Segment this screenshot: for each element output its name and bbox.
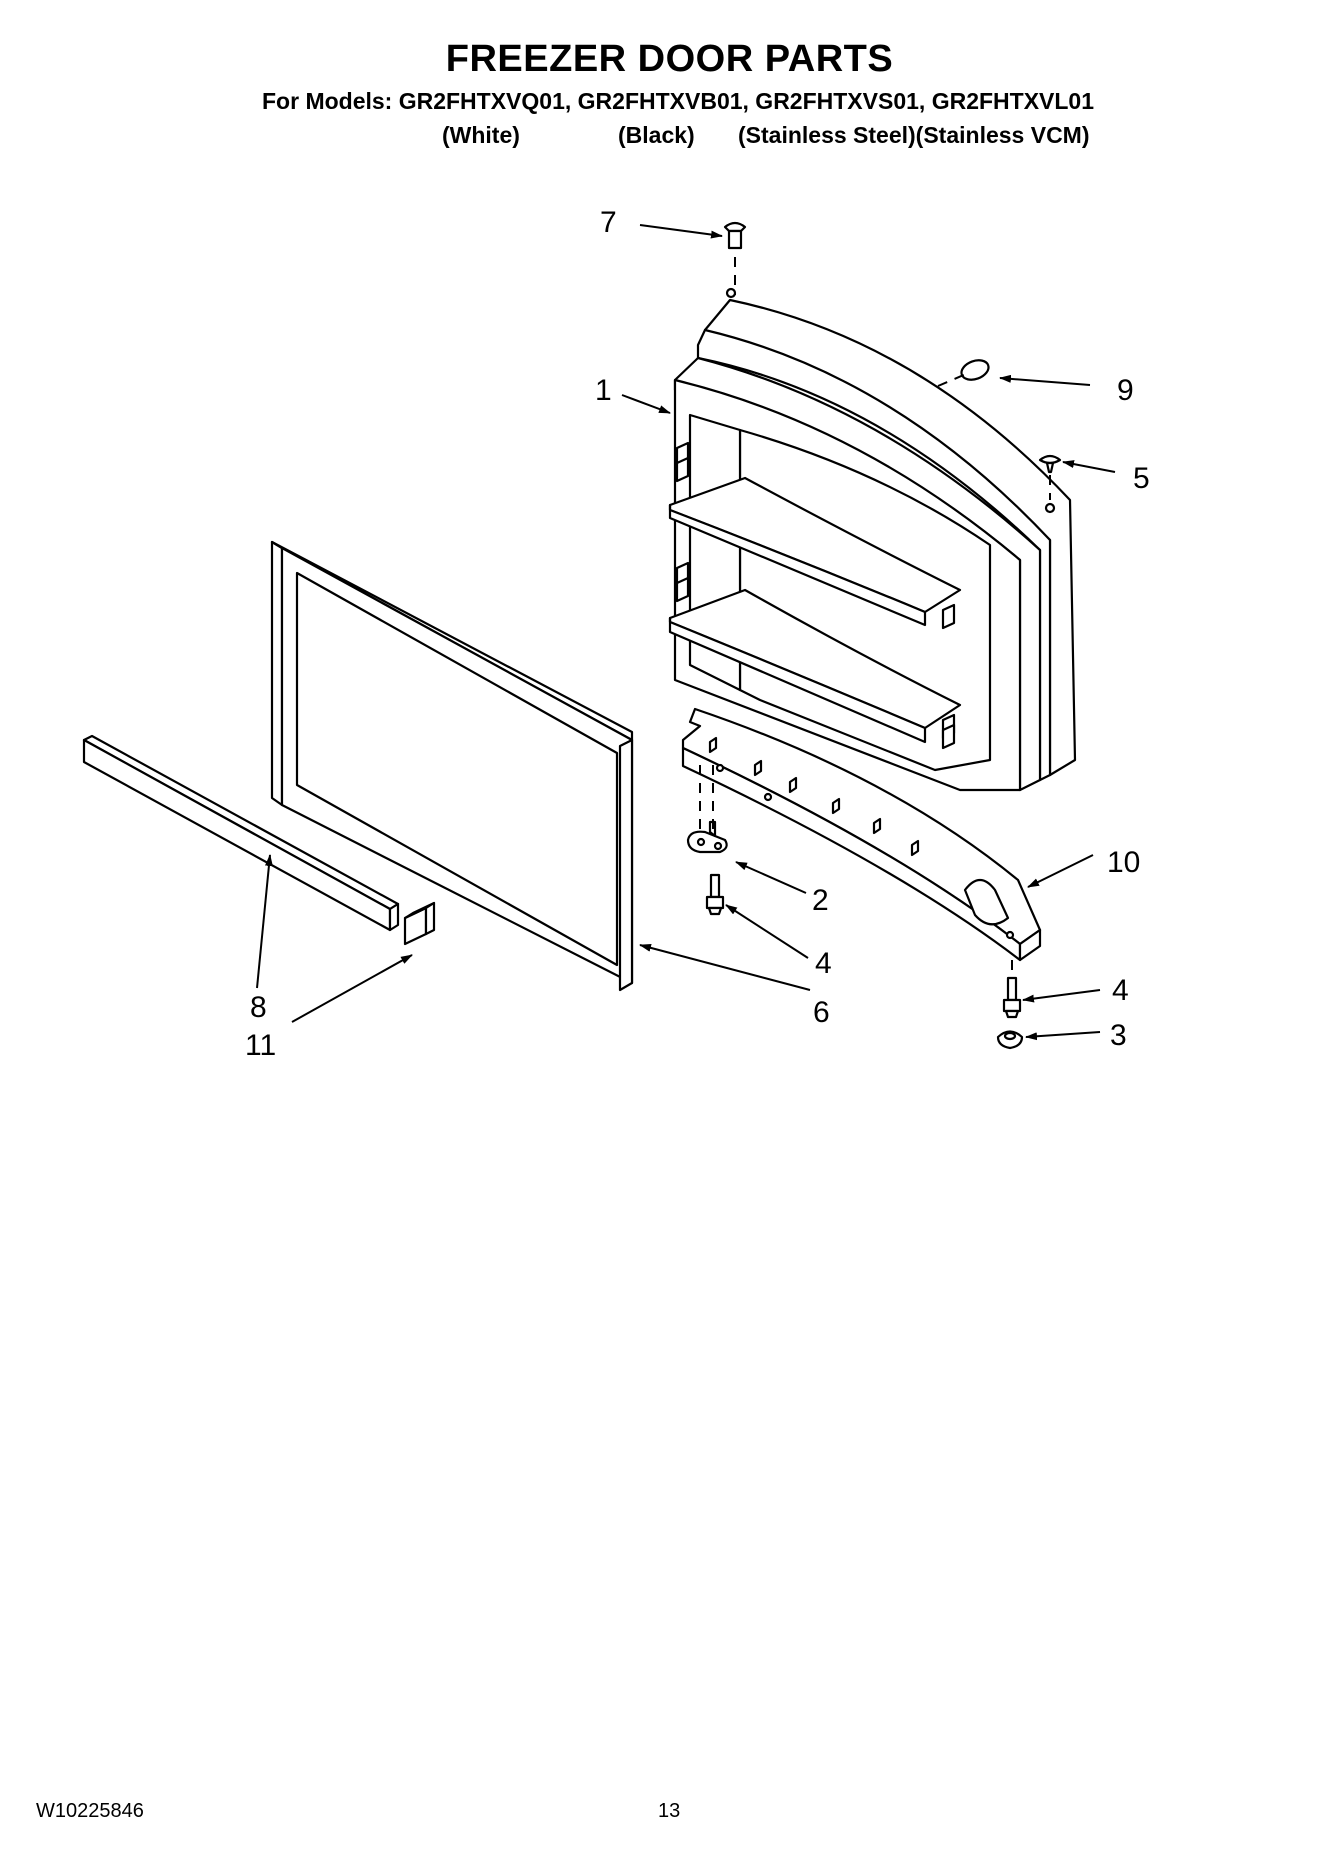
hinge-pin-part <box>686 820 728 854</box>
callout-11: 11 <box>245 1029 276 1062</box>
end-cap-part <box>403 901 436 946</box>
doc-number: W10225846 <box>36 1800 144 1822</box>
callout-2: 2 <box>812 884 829 917</box>
callout-3: 3 <box>1110 1019 1127 1052</box>
variant-stainless: (Stainless Steel)(Stainless VCM) <box>738 122 1090 148</box>
callout-4-right: 4 <box>1112 974 1129 1007</box>
page-number: 13 <box>658 1800 681 1822</box>
callout-10: 10 <box>1107 846 1140 879</box>
leader-arrows <box>256 224 1116 1041</box>
seal-ring-part <box>960 359 990 381</box>
callout-9: 9 <box>1117 374 1134 407</box>
assembly-lines <box>699 257 1051 975</box>
callout-7: 7 <box>600 206 617 239</box>
screw-right-part <box>1002 976 1022 1019</box>
variant-white: (White) <box>442 122 520 148</box>
callout-5: 5 <box>1133 462 1150 495</box>
callout-1: 1 <box>595 374 612 407</box>
callout-4-left: 4 <box>815 947 832 980</box>
page-title: FREEZER DOOR PARTS <box>445 38 894 80</box>
trim-strip-part <box>82 734 400 932</box>
nut-part <box>996 1030 1024 1050</box>
screw-left-part <box>705 873 725 916</box>
door-liner-part <box>668 287 1077 792</box>
plug-part <box>1038 454 1062 474</box>
door-gasket-part <box>270 540 634 992</box>
callout-8: 8 <box>250 991 267 1024</box>
variant-black: (Black) <box>618 122 695 148</box>
models-line: For Models: GR2FHTXVQ01, GR2FHTXVB01, GR… <box>262 88 1095 114</box>
callout-6: 6 <box>813 996 830 1029</box>
hinge-bracket-part <box>681 707 1042 962</box>
screw-top-part <box>723 221 747 250</box>
